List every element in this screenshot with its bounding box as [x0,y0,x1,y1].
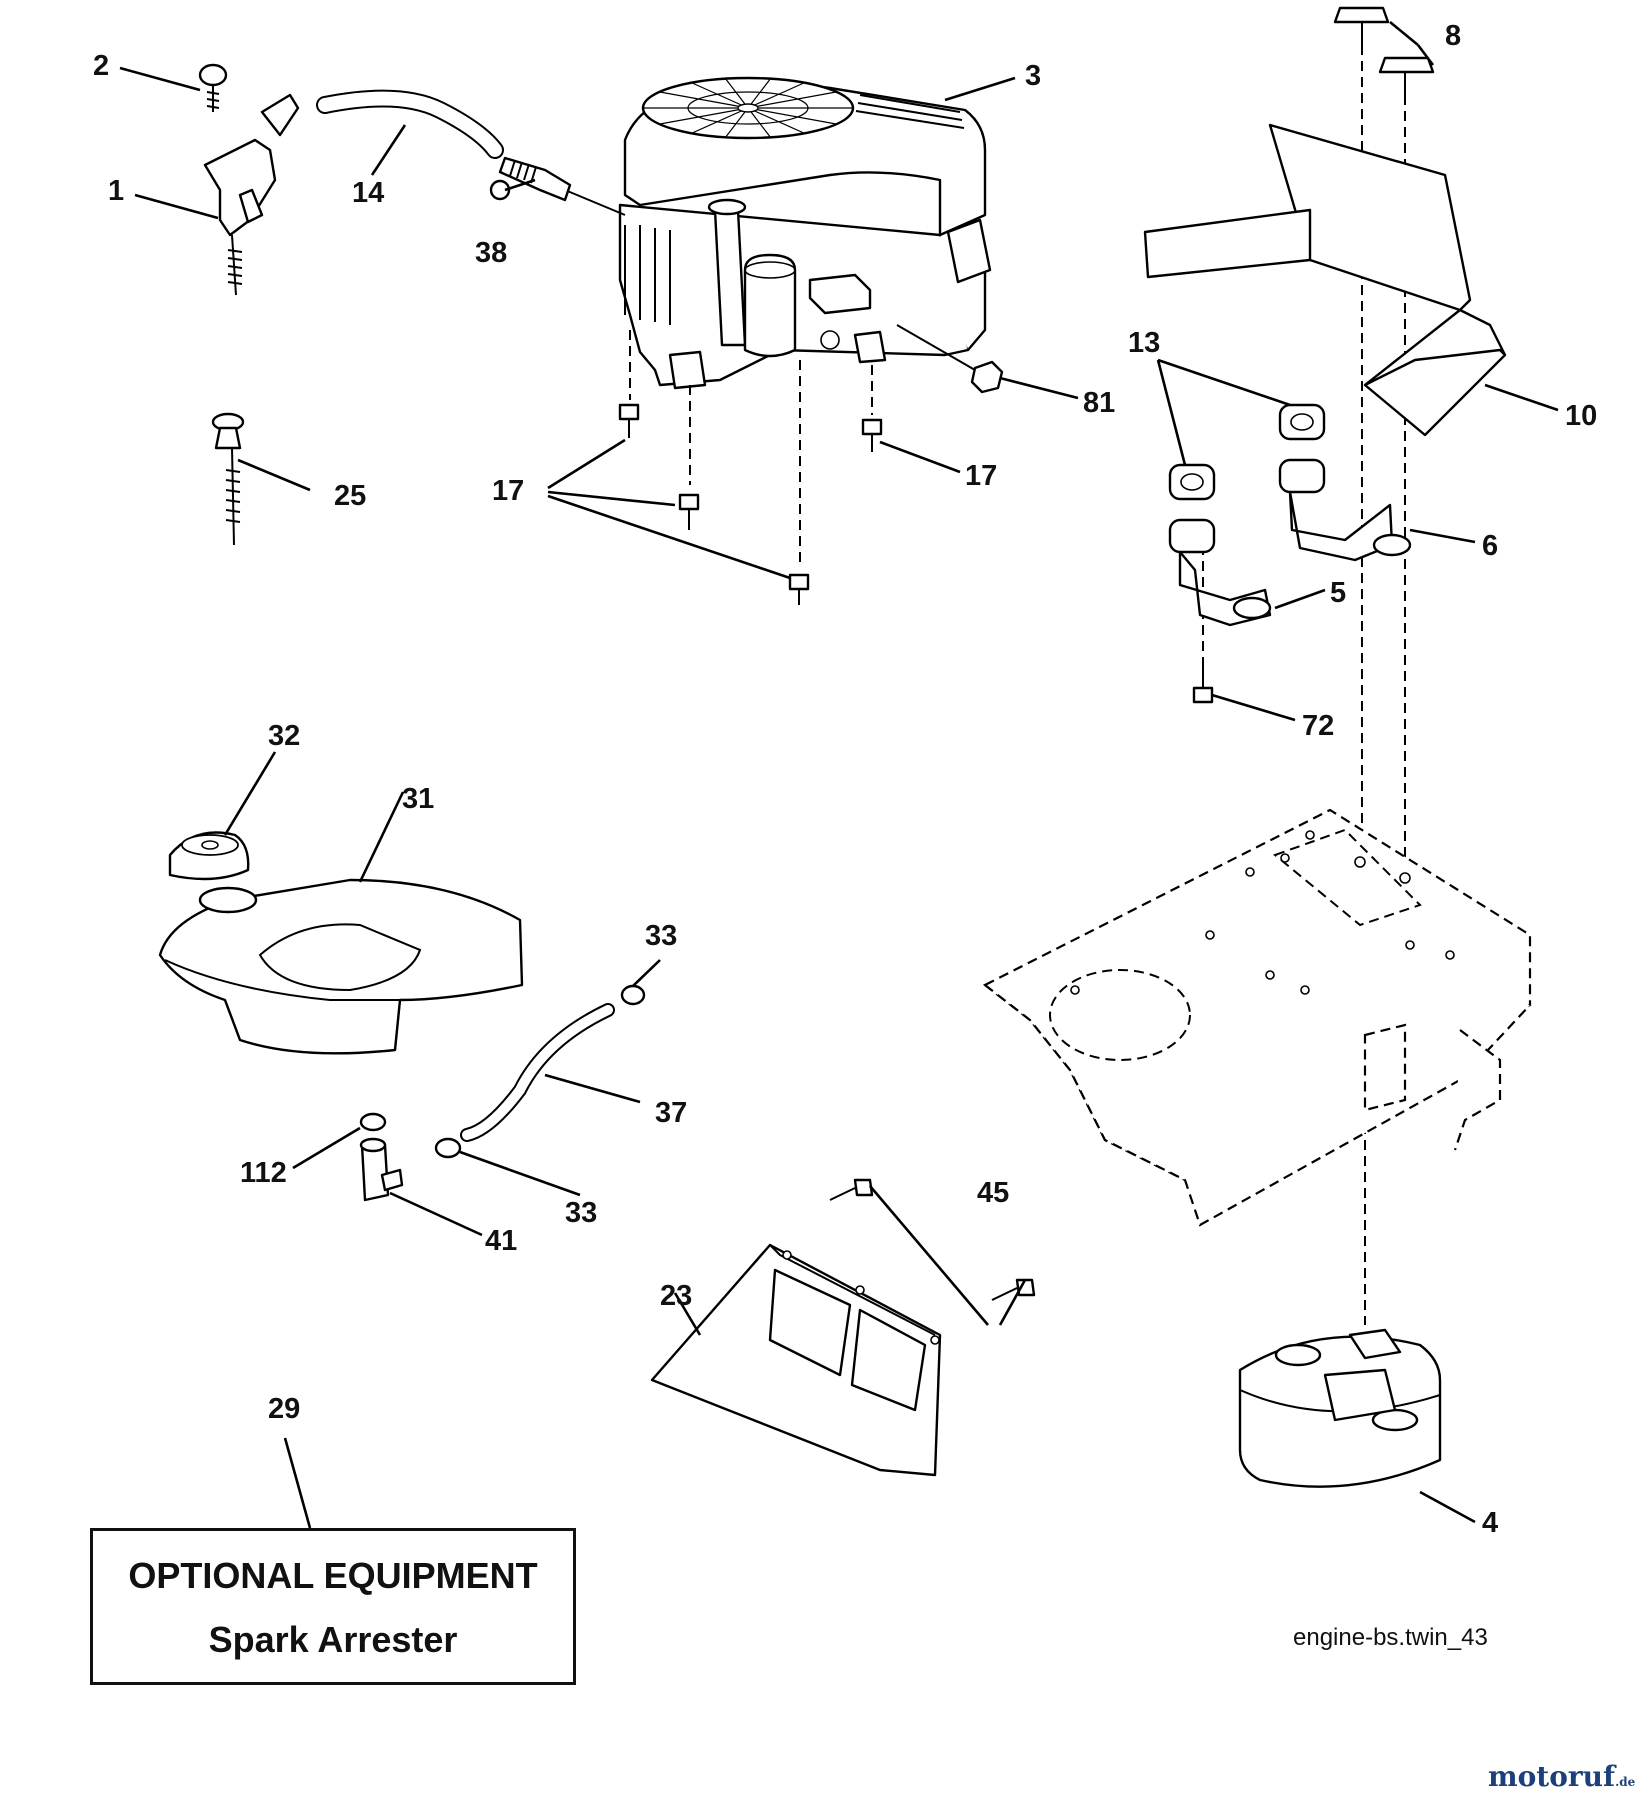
part-81-nut [970,360,1004,394]
optional-equipment-title: OPTIONAL EQUIPMENT [128,1555,538,1596]
part-45-bolts [829,1178,1036,1301]
part-2-screw [198,63,228,112]
callout-112: 112 [240,1157,287,1189]
callout-3: 3 [1025,60,1041,92]
optional-equipment-box: OPTIONAL EQUIPMENT Spark Arrester [90,1528,576,1685]
callout-17-right: 17 [965,460,997,492]
part-23-mounting-plate [650,1243,942,1477]
callout-2: 2 [93,50,109,82]
callout-1: 1 [108,175,124,207]
part-10-heat-shield [1143,123,1507,437]
part-1-throttle-bracket [203,93,300,296]
part-31-fuel-tank [158,878,524,1055]
callout-45: 45 [977,1177,1009,1209]
part-112-grommet [359,1112,387,1132]
diagram-reference: engine-bs.twin_43 [1293,1624,1488,1651]
callout-10: 10 [1565,400,1597,432]
callout-81: 81 [1083,387,1115,419]
callout-13: 13 [1128,327,1160,359]
engine-assembly [618,76,992,390]
part-33-clamp-lower [434,1137,462,1159]
callout-37: 37 [655,1097,687,1129]
callout-25: 25 [334,480,366,512]
callout-31: 31 [402,783,434,815]
part-17-bolts [618,403,883,605]
part-25-knob [211,412,245,546]
callout-72: 72 [1302,710,1334,742]
part-14-fuel-hose [316,89,504,159]
part-37-hose [460,1003,615,1142]
watermark-logo: motoruf.de [1488,1760,1635,1793]
watermark-suffix: .de [1615,1775,1636,1789]
part-33-clamp [620,984,646,1006]
part-13-gaskets [1168,403,1326,501]
part-72-bolt [1192,665,1214,704]
callout-5: 5 [1330,577,1346,609]
part-32-fuel-cap [168,831,250,881]
callout-32: 32 [268,720,300,752]
part-38-fuel-fitting [489,156,572,202]
callout-4: 4 [1482,1507,1498,1539]
part-5-exhaust-pipe [1168,518,1272,627]
callout-41: 41 [485,1225,517,1257]
callout-23: 23 [660,1280,692,1312]
callout-17-left: 17 [492,475,524,507]
part-6-exhaust-pipe [1278,458,1412,562]
callout-14: 14 [352,177,384,209]
callout-6: 6 [1482,530,1498,562]
part-4-muffler [1238,1328,1442,1488]
chassis-frame [982,808,1532,1227]
callout-38: 38 [475,237,507,269]
callout-8: 8 [1445,20,1461,52]
callout-33-bottom: 33 [565,1197,597,1229]
callout-29: 29 [268,1393,300,1425]
spark-arrester-label: Spark Arrester [208,1619,458,1660]
watermark-text: motoruf [1488,1760,1616,1793]
part-8-screws [1333,6,1435,95]
callout-labels: 1 2 3 4 5 6 8 10 13 14 17 17 23 25 29 31… [93,20,1597,1539]
callout-33-top: 33 [645,920,677,952]
callout-leaders [119,20,1559,1529]
part-41-shutoff-valve [359,1137,404,1202]
